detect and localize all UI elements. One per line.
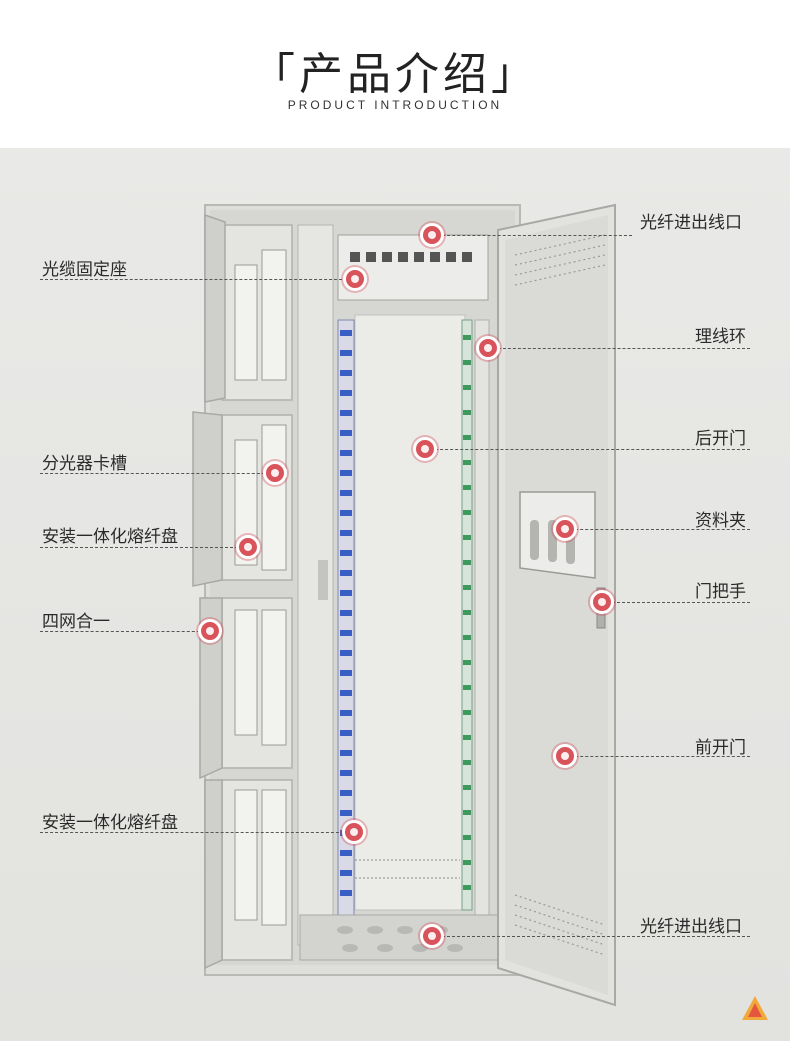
marker-splice-tray-1[interactable] [236,535,260,559]
callout-line-fiber-entry-top [432,235,632,236]
marker-fiber-entry-bottom[interactable] [420,924,444,948]
label-four-in-one: 四网合一 [42,612,110,632]
label-front-door: 前开门 [695,738,746,758]
marker-rear-door[interactable] [413,437,437,461]
marker-cable-fixing-seat[interactable] [343,267,367,291]
callout-line-splitter-slot [40,473,275,474]
label-rear-door: 后开门 [695,429,746,449]
marker-front-door[interactable] [553,744,577,768]
marker-cable-ring[interactable] [476,336,500,360]
marker-splice-tray-2[interactable] [342,820,366,844]
callout-line-front-door [565,756,750,757]
label-splice-tray-1: 安装一体化熔纤盘 [42,527,178,547]
marker-door-handle[interactable] [590,590,614,614]
callout-line-fiber-entry-bottom [432,936,750,937]
label-splice-tray-2: 安装一体化熔纤盘 [42,813,178,833]
callout-line-splice-tray-2 [40,832,354,833]
callout-line-cable-fixing-seat [40,279,352,280]
label-fiber-entry-bottom: 光纤进出线口 [640,917,742,937]
label-cable-fixing-seat: 光缆固定座 [42,260,127,280]
callout-line-document-holder [565,529,750,530]
page-subtitle: PRODUCT INTRODUCTION [287,98,503,112]
label-cable-ring: 理线环 [695,327,746,347]
marker-four-in-one[interactable] [198,619,222,643]
label-document-holder: 资料夹 [695,511,746,531]
label-splitter-slot: 分光器卡槽 [42,454,127,474]
cabinet-illustration [192,203,616,1007]
label-fiber-entry-top: 光纤进出线口 [640,213,742,233]
page-title: 「产品介绍」 [251,49,539,100]
callout-line-four-in-one [40,631,210,632]
callout-line-cable-ring [488,348,750,349]
marker-document-holder[interactable] [553,517,577,541]
marker-splitter-slot[interactable] [263,461,287,485]
callout-line-splice-tray-1 [40,547,248,548]
callout-line-rear-door [425,449,750,450]
brand-logo-icon [742,996,768,1020]
cabinet-photo: 光纤进出线口 光缆固定座 理线环 后开门 分光器卡槽 安装一体化熔纤盘 资料夹 … [0,148,790,1041]
page-header: 「产品介绍」 PRODUCT INTRODUCTION [0,0,790,148]
callout-line-door-handle [602,602,750,603]
marker-fiber-entry-top[interactable] [420,223,444,247]
label-door-handle: 门把手 [695,582,746,602]
